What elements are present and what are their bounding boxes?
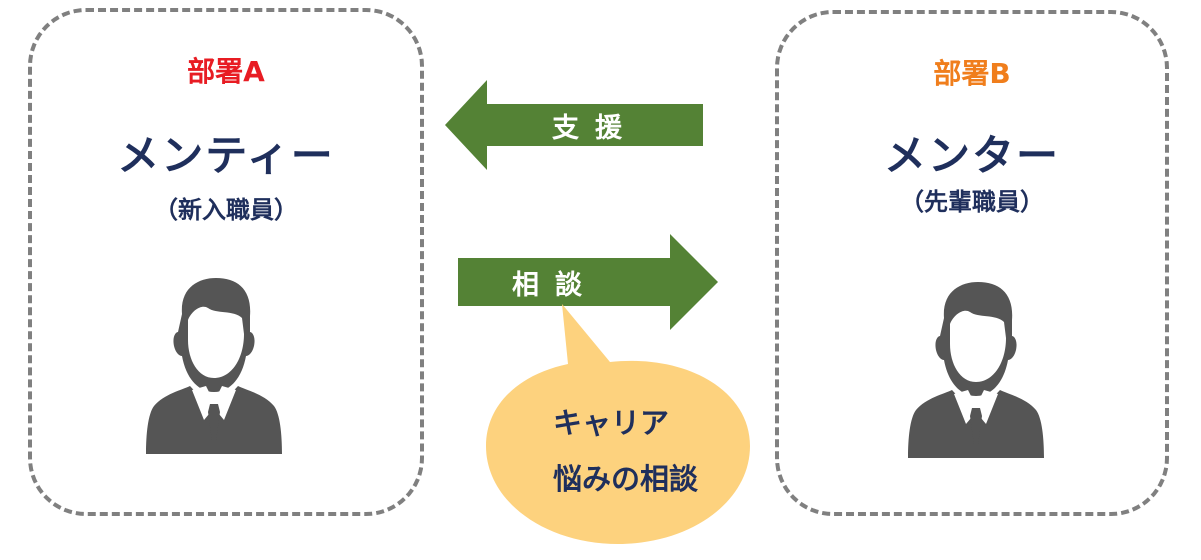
department-a-label: 部署A [187, 55, 265, 88]
support-arrow-label: 支援 [552, 113, 638, 144]
department-b-box: 部署B メンター （先輩職員） [775, 10, 1169, 516]
department-a-box: 部署A メンティー （新入職員） [28, 8, 424, 516]
consult-arrow-label: 相談 [512, 270, 598, 301]
businessman-icon [908, 282, 1044, 458]
consult-arrow [458, 234, 718, 330]
businessman-icon [146, 278, 282, 454]
bubble-line-worries: 悩みの相談 [553, 462, 699, 496]
speech-bubble [486, 304, 750, 544]
bubble-line-career: キャリア [553, 406, 670, 440]
support-arrow [445, 80, 703, 170]
mentor-title: メンター [883, 131, 1060, 180]
mentee-title: メンティー [117, 131, 335, 180]
mentor-subtitle: （先輩職員） [900, 188, 1044, 216]
mentee-subtitle: （新入職員） [154, 196, 298, 224]
department-b-label: 部署B [933, 57, 1011, 90]
